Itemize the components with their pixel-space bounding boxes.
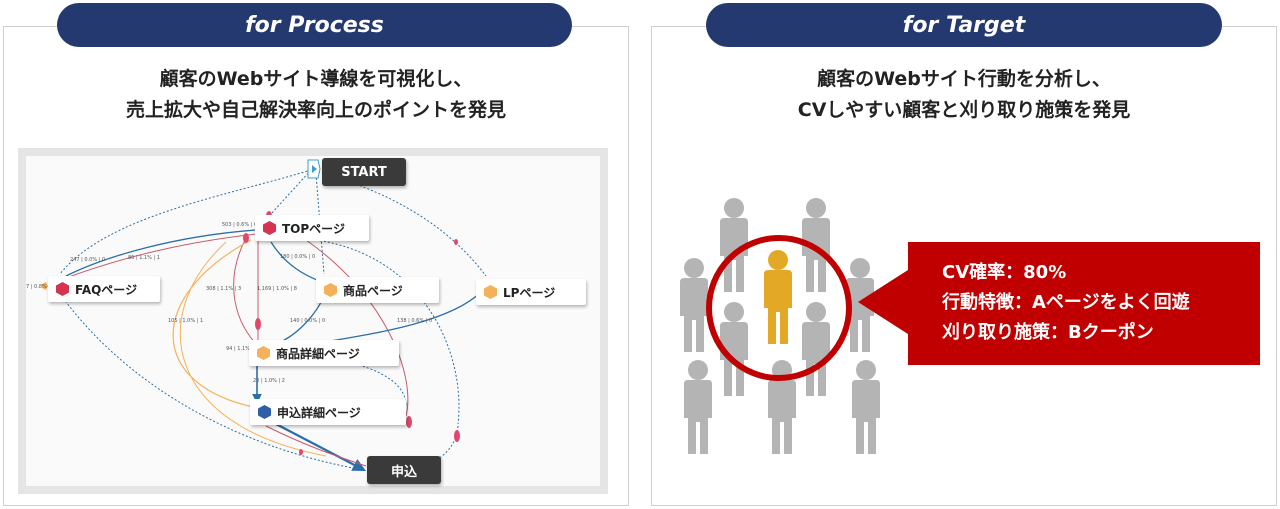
process-heading-line-2: 売上拡大や自己解決率向上のポイントを発見 [125,99,506,121]
flow-diagram: 503 | 0.6% | 0 247 | 0.0% | 0 86 | 1.1% … [26,156,600,486]
node-moshikomi[interactable]: 申込 [367,456,441,484]
start-play-icon [307,159,321,179]
edge-start-faq [59,169,312,275]
flow-diagram-frame: 503 | 0.6% | 0 247 | 0.0% | 0 86 | 1.1% … [18,148,608,494]
node-start[interactable]: START [322,158,406,186]
edge-label: 308 | 1.1% | 3 [206,286,242,292]
edge-faq-moshikomi [55,287,365,471]
edge-top-shohin [270,241,323,283]
node-top-page[interactable]: TOPページ [255,215,369,241]
node-lp-page[interactable]: LPページ [476,279,586,305]
orange-hexagon-icon [484,285,497,299]
node-label: TOPページ [282,221,345,236]
edge-start-top [270,169,312,215]
callout-arrow [858,270,908,334]
node-shohin-shosai-page[interactable]: 商品詳細ページ [249,340,399,366]
edge-label: 140 | 0.0% | 0 [290,318,326,324]
edge-label: 247 | 0.0% | 0 [70,257,106,263]
flow-edges [42,159,487,472]
target-heading-line-1: 顧客のWebサイト行動を分析し、 [817,68,1111,90]
callout-cv-rate: CV確率：80% [942,262,1067,283]
person-icon [680,258,708,352]
red-hexagon-icon [56,282,69,296]
edge-moshikomishosai-moshikomi [275,423,366,472]
edge-top-right-dotted [315,239,460,425]
orange-hexagon-icon [257,346,270,360]
edge-marker [454,239,458,245]
edge-marker [406,416,412,428]
highlighted-person-icon [764,250,792,344]
edge-marker [454,430,460,442]
node-label: FAQページ [75,282,138,297]
process-heading-line-1: 顧客のWebサイト導線を可視化し、 [159,68,473,90]
edge-label: 105 | 1.0% | 1 [168,318,204,324]
target-heading: 顧客のWebサイト行動を分析し、 CVしやすい顧客と刈り取り施策を発見 [651,64,1277,126]
edge-top-faq [65,229,257,277]
edge-marker [299,449,303,455]
blue-hexagon-icon [258,405,271,419]
node-label: 商品詳細ページ [276,346,360,361]
red-hexagon-icon [263,221,276,235]
edge-faq-top [65,233,257,279]
target-title-pill: for Target [706,3,1222,47]
target-heading-line-2: CVしやすい顧客と刈り取り施策を発見 [797,99,1131,121]
process-heading: 顧客のWebサイト導線を可視化し、 売上拡大や自己解決率向上のポイントを発見 [3,64,629,126]
edge-red-to-moshikomi [265,425,367,467]
edge-label: 503 | 0.6% | 0 [222,222,258,228]
process-title-pill: for Process [57,3,572,47]
edge-label: 180 | 0.0% | 0 [280,254,316,260]
node-label: LPページ [503,285,556,300]
edge-label: 20 | 1.0% | 2 [253,378,285,384]
callout-behavior: 行動特徴：Aページをよく回遊 [942,292,1190,313]
edge-label: 86 | 1.1% | 1 [128,255,160,261]
node-moshikomi-shosai-page[interactable]: 申込詳細ページ [250,399,406,425]
node-shohin-page[interactable]: 商品ページ [316,277,439,303]
edge-top-moshikomi-red [305,239,409,417]
edge-start-shohin [315,173,325,275]
faq-left-marker-icon [42,282,48,290]
people-crowd [680,198,880,454]
edge-orange-curve [179,241,327,457]
edge-top-shohinshosai-1 [233,237,257,345]
edge-marker [243,233,249,243]
node-label: 申込詳細ページ [277,405,361,420]
node-label: 商品ページ [343,283,403,298]
edge-label: 138 | 0.6% | 0 [397,318,433,324]
target-circle [706,235,852,381]
edge-label: 1,169 | 1.0% | 8 [257,286,297,292]
person-icon [852,360,880,454]
edge-label: 7 | 0.8% | 1 [26,284,55,290]
person-icon [684,360,712,454]
node-faq-page[interactable]: FAQページ [48,276,160,302]
edge-label: 94 | 1.1% | 1 [226,346,258,352]
edge-top-moshikomi-orange [172,239,259,409]
person-icon [802,302,830,396]
edge-marker [255,318,261,330]
target-callout: CV確率：80% 行動特徴：Aページをよく回遊 刈り取り施策：Bクーポン [908,242,1260,365]
callout-measure: 刈り取り施策：Bクーポン [942,322,1154,343]
orange-hexagon-icon [324,283,337,297]
